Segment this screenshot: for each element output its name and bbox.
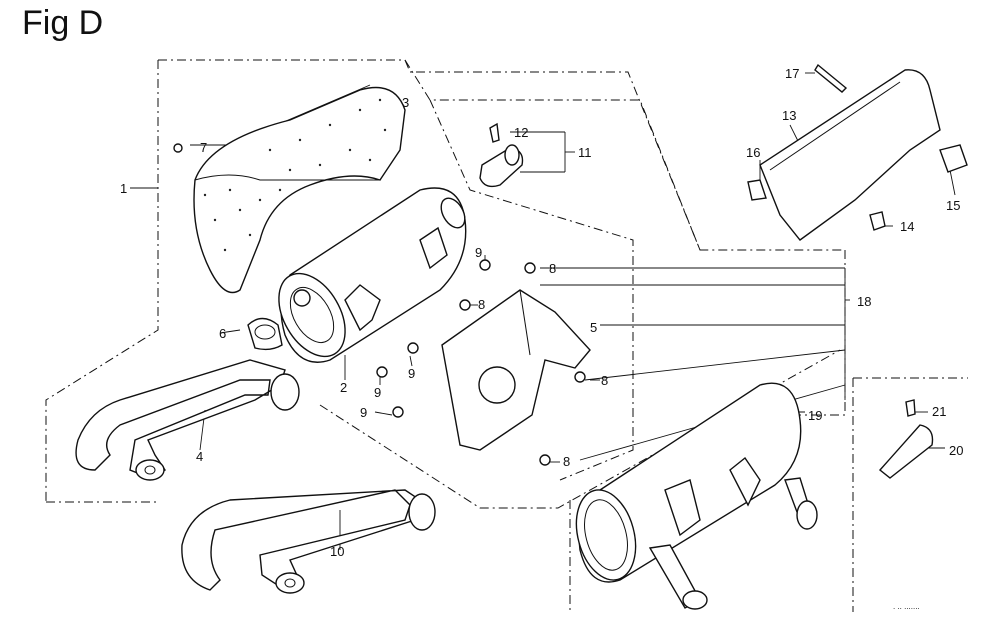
callout-9-d: 9: [360, 405, 367, 420]
leader-lines: [130, 72, 956, 550]
callout-9-b: 9: [408, 366, 415, 381]
callout-8-d: 8: [563, 454, 570, 469]
clamp-part: [247, 317, 283, 351]
callout-19: 19: [808, 408, 822, 423]
callout-2: 2: [340, 380, 347, 395]
callout-1: 1: [120, 181, 127, 196]
callout-8-b: 8: [478, 297, 485, 312]
callout-16: 16: [746, 145, 760, 160]
callout-10: 10: [330, 544, 344, 559]
muffler-cover-part: [747, 63, 968, 241]
callout-9-c: 9: [374, 385, 381, 400]
callout-14: 14: [900, 219, 914, 234]
callout-9-a: 9: [475, 245, 482, 260]
callout-5: 5: [590, 320, 597, 335]
callout-8-c: 8: [601, 373, 608, 388]
callout-7: 7: [200, 140, 207, 155]
bracket-plate-part: [441, 289, 591, 451]
figure-title: Fig D: [22, 4, 104, 42]
callout-17: 17: [785, 66, 799, 81]
muffler-body-part: [278, 187, 467, 363]
callout-3: 3: [402, 95, 409, 110]
heat-shield-part: [193, 86, 406, 294]
callout-15: 15: [946, 198, 960, 213]
fasteners: [173, 143, 586, 466]
callout-11: 11: [578, 145, 592, 160]
assembly-boundary-lines: [45, 59, 968, 612]
spark-arrester-part: [479, 122, 524, 188]
muffler-lower-part: [575, 382, 818, 610]
exhaust-pipe-part: [75, 359, 300, 481]
callout-13: 13: [782, 108, 796, 123]
callout-18: 18: [857, 294, 871, 309]
callout-8-a: 8: [549, 261, 556, 276]
callout-20: 20: [949, 443, 963, 458]
callout-21: 21: [932, 404, 946, 419]
callout-6: 6: [219, 326, 226, 341]
spark-plug-part: [878, 399, 934, 479]
footer-code: . .. .......: [893, 602, 920, 611]
callout-12: 12: [514, 125, 528, 140]
callout-4: 4: [196, 449, 203, 464]
exhaust-pipe-lower-part: [181, 489, 436, 594]
callout-labels: 1 2 3 4 5 6 7 8 8 8 8 9 9 9 9 10 11 12 1…: [120, 66, 963, 611]
